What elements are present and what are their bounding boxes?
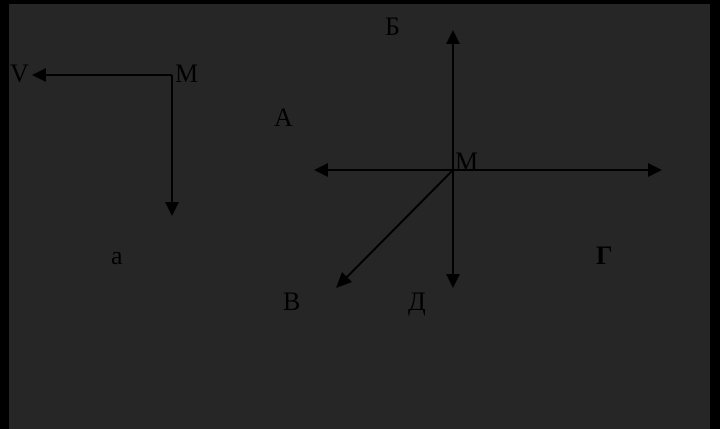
label-V: В (283, 287, 300, 316)
label-B: Б (385, 12, 400, 41)
label-A: А (274, 103, 293, 132)
label-D: Д (408, 287, 426, 316)
velocity-label: V (10, 59, 29, 88)
diagram-b: М А Б В Г Д (274, 12, 662, 316)
caption-a: а (111, 241, 123, 270)
label-G: Г (596, 241, 613, 270)
point-label-b: М (455, 147, 478, 176)
diagram-a: V M а (10, 59, 198, 270)
downward-arrowhead (165, 202, 179, 216)
diagonal-vector-line (343, 169, 454, 281)
point-label-a: M (175, 59, 198, 88)
arrow-right-head (648, 163, 662, 177)
arrow-diagonal-head (336, 272, 352, 288)
arrow-left-head (314, 163, 328, 177)
arrow-up-head (446, 30, 460, 44)
arrow-down-head (446, 274, 460, 288)
velocity-arrowhead (32, 68, 46, 82)
